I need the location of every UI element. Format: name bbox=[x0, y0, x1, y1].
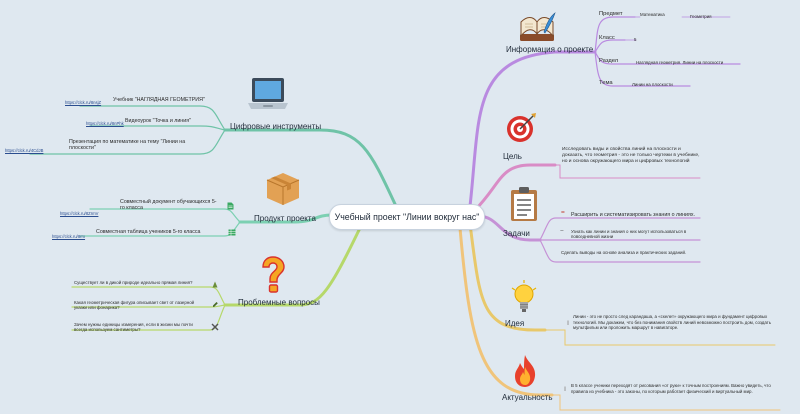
info-section-value: Наглядная геометрия. Линии на плоскости bbox=[636, 60, 724, 65]
minus-icon: − bbox=[560, 228, 564, 235]
digital-link-2[interactable]: https://clck.ru/8nPhk bbox=[86, 121, 124, 126]
mountain-icon bbox=[212, 281, 218, 288]
question-mark-icon bbox=[262, 256, 285, 293]
tasks-item-2: Узнать как линии и знания о них могут ис… bbox=[571, 229, 687, 240]
relevance-text: В 5 классе ученики переходят от рисовани… bbox=[571, 383, 771, 394]
info-grade-value: 5 bbox=[634, 37, 637, 42]
product-item-2[interactable]: Совместная таблица учеников 5-го класса bbox=[96, 229, 201, 235]
relevance-title[interactable]: Актуальность bbox=[502, 393, 553, 402]
digital-link-3[interactable]: https://clck.ru/4CdJB bbox=[5, 148, 44, 153]
product-link-2[interactable]: https://clck.ru/8rrx bbox=[52, 234, 86, 239]
info-subject-value2: Геометрия bbox=[690, 14, 712, 19]
branch-goal bbox=[473, 163, 557, 212]
product-link-1[interactable]: https://clck.ru/8ZrmV bbox=[60, 211, 99, 216]
idea-text: Линии - это не просто след карандаша, а … bbox=[573, 314, 771, 331]
tools-icon bbox=[211, 323, 219, 331]
digital-link-1[interactable]: https://clck.ru/8nsjZ bbox=[65, 100, 102, 105]
goal-title[interactable]: Цель bbox=[503, 152, 522, 161]
info-topic-value: Линии на плоскости bbox=[632, 82, 673, 87]
branch-product bbox=[238, 213, 334, 224]
questions-item-3: Зачем нужны единицы измерения, если в жи… bbox=[74, 322, 193, 333]
tasks-item-1: Расширить и систематизировать знания о л… bbox=[571, 212, 695, 218]
branch-idea bbox=[468, 222, 547, 332]
lightbulb-icon bbox=[511, 280, 537, 312]
questions-item-1: Существует ли в дикой природе идеально п… bbox=[74, 280, 193, 285]
idea-title[interactable]: Идея bbox=[505, 319, 525, 328]
info-title[interactable]: Информация о проекте bbox=[506, 45, 594, 54]
box-icon bbox=[266, 173, 300, 205]
tasks-item-3: Сделать выводы на основе анализа и практ… bbox=[561, 250, 687, 255]
clipboard-icon bbox=[511, 187, 537, 221]
info-section-label: Раздел bbox=[599, 58, 619, 64]
product-title[interactable]: Продукт проекта bbox=[254, 214, 316, 223]
info-subject-value1: Математика bbox=[640, 12, 665, 17]
goal-text: Исследовать виды и свойства линий на пло… bbox=[562, 147, 700, 165]
branch-info bbox=[468, 50, 597, 208]
pencil-icon bbox=[213, 302, 218, 307]
branch-digital bbox=[223, 128, 397, 206]
branch-relevance bbox=[458, 226, 554, 397]
laptop-icon bbox=[248, 78, 288, 109]
fire-icon bbox=[515, 355, 536, 387]
questions-title[interactable]: Проблемные вопросы bbox=[238, 298, 320, 307]
equal-icon: = bbox=[561, 209, 565, 216]
questions-item-2: Какая геометрическая фигура описывает св… bbox=[74, 300, 195, 311]
quote-bar-icon: ‖ bbox=[567, 321, 570, 327]
table-icon bbox=[228, 229, 236, 236]
digital-item-3[interactable]: Презентация по математике на тему "Линии… bbox=[69, 139, 186, 152]
central-topic[interactable]: Учебный проект "Линии вокруг нас" bbox=[329, 204, 485, 230]
info-subject-label: Предмет bbox=[599, 11, 623, 17]
branch-questions bbox=[223, 226, 362, 307]
product-item-1[interactable]: Совместный документ обучающихся 5-го кла… bbox=[120, 199, 217, 212]
info-topic-label: Тема bbox=[599, 80, 613, 86]
digital-item-1[interactable]: Учебник "НАГЛЯДНАЯ ГЕОМЕТРИЯ" bbox=[113, 97, 205, 103]
target-icon bbox=[507, 113, 536, 142]
document-icon bbox=[227, 202, 234, 210]
quote-bar-icon-2: ‖ bbox=[564, 387, 567, 393]
digital-title[interactable]: Цифровые инструменты bbox=[230, 122, 322, 131]
tasks-title[interactable]: Задачи bbox=[503, 229, 530, 238]
info-grade-label: Класс bbox=[599, 35, 615, 41]
book-quill-icon bbox=[520, 12, 556, 41]
digital-item-2[interactable]: Видеоурок "Точка и линия" bbox=[125, 118, 191, 124]
